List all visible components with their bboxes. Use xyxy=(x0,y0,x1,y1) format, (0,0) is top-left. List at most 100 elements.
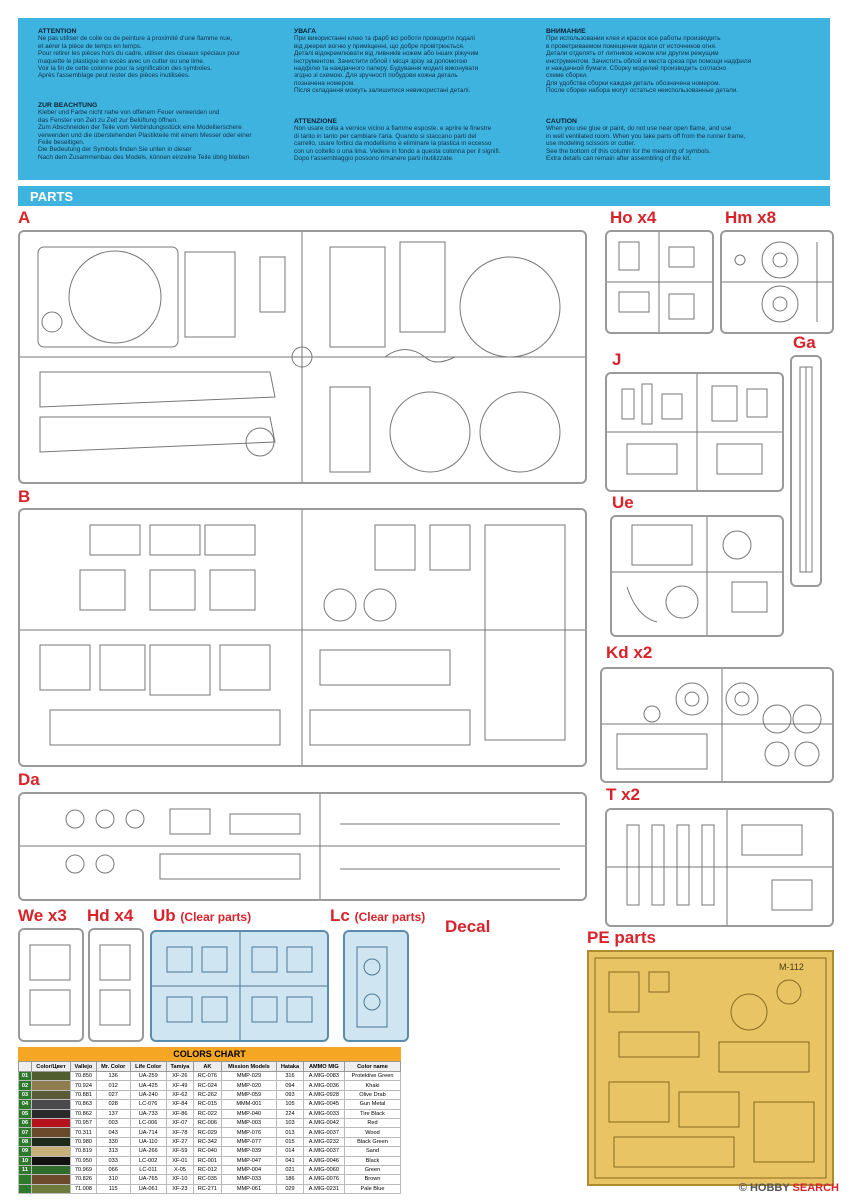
colors-chart-cell: Olive Drab xyxy=(344,1089,401,1101)
colors-chart-cell: RC-029 xyxy=(193,1127,222,1138)
sprue-label-kd: Kd x2 xyxy=(606,643,653,662)
colors-chart-cell: 014 xyxy=(276,1146,304,1157)
colors-chart-cell: UA-425 xyxy=(129,1080,167,1091)
colors-chart-cell: Khaki xyxy=(344,1080,401,1091)
colors-chart-cell: RC-012 xyxy=(193,1164,222,1176)
colors-chart-cell: UA-733 xyxy=(129,1108,167,1119)
colors-chart-cell: MMP-004 xyxy=(220,1164,278,1176)
colors-chart-cell: Sand xyxy=(344,1146,401,1157)
warning-english-title: CAUTION xyxy=(546,118,577,125)
colors-chart-cell: RC-035 xyxy=(193,1174,222,1185)
colors-chart-cell: UA-714 xyxy=(129,1127,167,1138)
sprue-ue-drawing xyxy=(612,517,782,635)
colors-chart-header-cell: Color/Цвет xyxy=(31,1061,71,1072)
colors-chart-cell: XF-01 xyxy=(165,1155,195,1166)
colors-chart-cell: XF-07 xyxy=(165,1117,195,1129)
colors-chart-cell: 015 xyxy=(276,1136,304,1148)
colors-chart-title: COLORS CHART xyxy=(18,1047,401,1061)
colors-chart-cell: MMM-001 xyxy=(220,1099,278,1110)
sprue-ub-frame xyxy=(150,930,329,1042)
color-swatch xyxy=(31,1108,71,1119)
colors-chart-cell: A.MIG-0036 xyxy=(302,1080,346,1091)
colors-chart-cell: XF-59 xyxy=(165,1146,195,1157)
colors-chart-cell: UA-240 xyxy=(129,1089,167,1101)
colors-chart-cell: 70.863 xyxy=(70,1099,97,1110)
colors-chart-cell: 330 xyxy=(95,1136,131,1148)
sprue-lc-frame xyxy=(343,930,409,1042)
colors-chart-cell: RC-262 xyxy=(193,1089,222,1101)
colors-chart-header-cell: Color name xyxy=(344,1061,401,1072)
color-swatch xyxy=(31,1146,71,1157)
safety-warnings-panel: ATTENTION Ne pas utiliser de colle ou de… xyxy=(18,18,830,180)
photo-etched-sheet: M-112 xyxy=(587,950,834,1186)
sprue-j-drawing xyxy=(607,374,782,490)
colors-chart-cell: MMP-033 xyxy=(220,1174,278,1185)
warning-italian: ATTENZIONE Non usare colla a vernice vic… xyxy=(294,118,556,162)
colors-chart-cell: 04 xyxy=(18,1099,32,1110)
colors-chart-cell: MMP-040 xyxy=(220,1108,278,1119)
colors-chart-cell: 70.950 xyxy=(70,1155,97,1166)
colors-chart-cell: UA-266 xyxy=(129,1146,167,1157)
sprue-label-j: J xyxy=(612,350,622,369)
colors-chart-cell: UA-259 xyxy=(129,1070,167,1082)
colors-chart-cell: 043 xyxy=(95,1127,131,1138)
colors-chart-cell: Pale Blue xyxy=(344,1183,401,1195)
colors-chart-cell: 05 xyxy=(18,1108,32,1119)
sprue-t-drawing xyxy=(607,810,832,925)
colors-chart-cell: Protektive Green xyxy=(344,1070,401,1082)
colors-chart-cell: 03 xyxy=(18,1089,32,1101)
watermark: © HOBBY SEARCH xyxy=(739,1182,839,1194)
colors-chart-cell: 70.850 xyxy=(70,1070,97,1082)
colors-chart-cell: 137 xyxy=(95,1108,131,1119)
color-swatch xyxy=(31,1183,71,1195)
colors-chart-cell: RC-076 xyxy=(193,1070,222,1082)
colors-chart-cell xyxy=(18,1183,32,1195)
colors-chart-cell: XF-27 xyxy=(165,1136,195,1148)
colors-chart-cell: A.MIG-0037 xyxy=(302,1146,346,1157)
warning-italian-title: ATTENZIONE xyxy=(294,118,337,125)
sprue-label-ga: Ga xyxy=(793,333,816,352)
colors-chart-cell: 02 xyxy=(18,1080,32,1091)
colors-chart-cell: 093 xyxy=(276,1089,304,1101)
sprue-label-t: T x2 xyxy=(606,785,641,804)
colors-chart-cell: A.MIG-0042 xyxy=(302,1117,346,1129)
warning-german-text: Kleber und Farbe nicht nahe von offenem … xyxy=(38,109,252,161)
color-swatch xyxy=(31,1164,71,1176)
colors-chart-cell: A.MIG-0046 xyxy=(302,1155,346,1166)
colors-chart-cell: Wood xyxy=(344,1127,401,1138)
colors-chart-cell: Green xyxy=(344,1164,401,1176)
sprue-a-drawing xyxy=(20,232,585,482)
colors-chart-cell: 136 xyxy=(95,1070,131,1082)
colors-chart-cell: Brown xyxy=(344,1174,401,1185)
colors-chart-cell: 033 xyxy=(95,1155,131,1166)
sprue-label-we: We x3 xyxy=(18,906,67,925)
watermark-brand2: SEARCH xyxy=(792,1182,839,1194)
colors-chart-header-cell: Mr. Color xyxy=(95,1061,131,1072)
colors-chart-cell: 06 xyxy=(18,1117,32,1129)
colors-chart-cell: 313 xyxy=(95,1146,131,1157)
sprue-hd-drawing xyxy=(99,944,131,1026)
sprue-label-hd: Hd x4 xyxy=(87,906,134,925)
color-swatch xyxy=(31,1070,71,1082)
colors-chart-cell: 021 xyxy=(276,1164,304,1176)
warning-english-text: When you use glue or paint, do not use n… xyxy=(546,125,746,163)
warning-french-title: ATTENTION xyxy=(38,28,77,35)
colors-chart-cell: MMP-059 xyxy=(220,1089,278,1101)
color-swatch xyxy=(31,1155,71,1166)
sprue-we-frame xyxy=(18,928,84,1042)
colors-chart-cell: MMP-020 xyxy=(220,1080,278,1091)
sprue-hm-drawing xyxy=(722,241,832,323)
colors-chart-cell: LC-011 xyxy=(129,1164,167,1176)
colors-chart-cell: 70.311 xyxy=(70,1127,97,1138)
colors-chart-cell: RC-040 xyxy=(193,1146,222,1157)
colors-chart-cell: 70.924 xyxy=(70,1080,97,1091)
colors-chart-cell: 08 xyxy=(18,1136,32,1148)
colors-chart-cell: 09 xyxy=(18,1146,32,1157)
sprue-j-frame xyxy=(605,372,784,492)
